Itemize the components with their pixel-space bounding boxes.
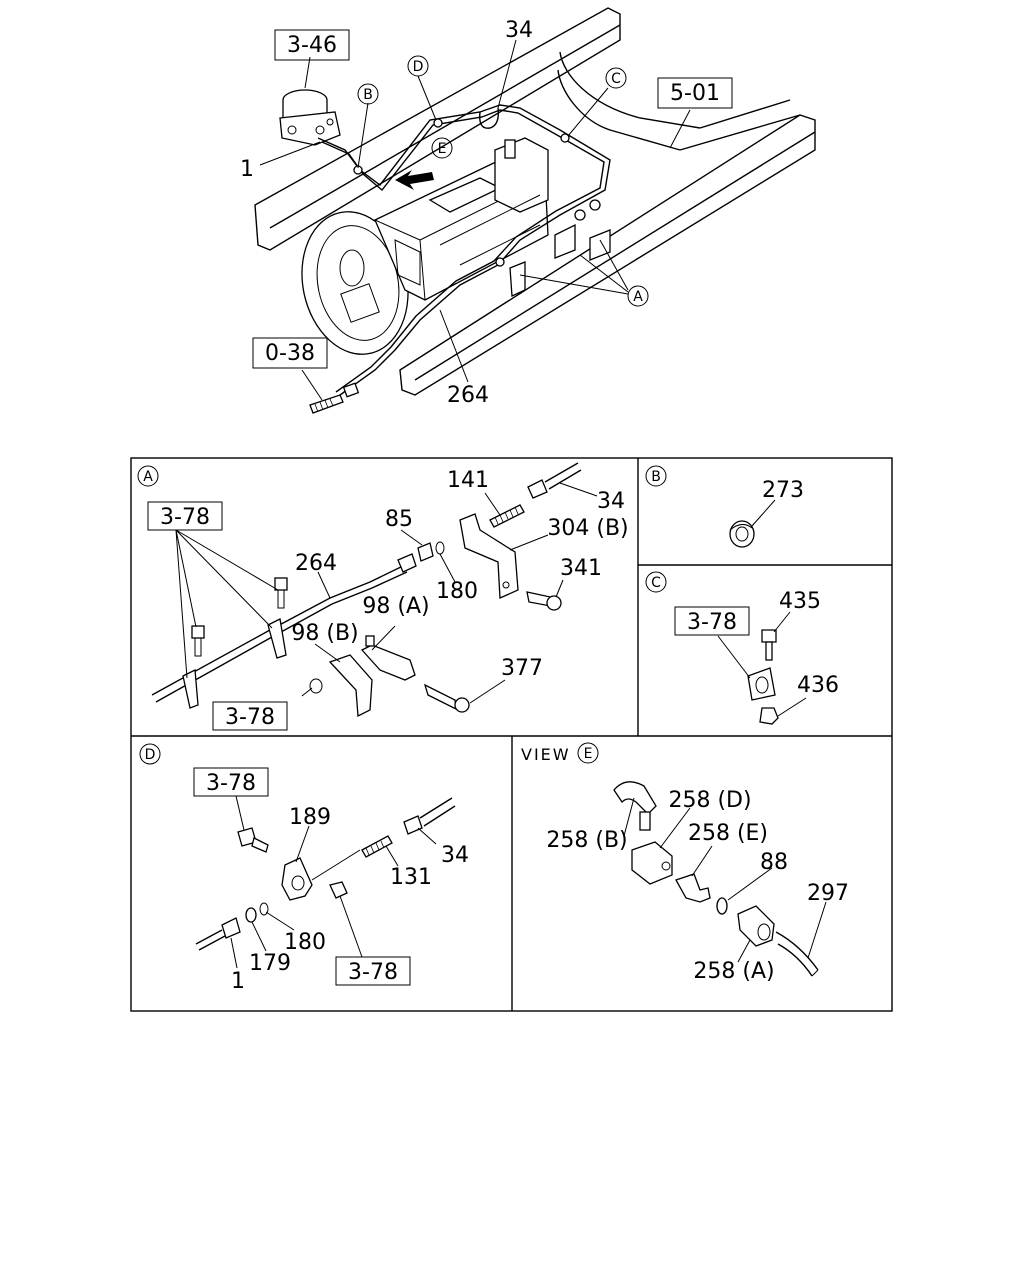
detail-panel-b: B 273: [645, 465, 804, 548]
panel-a-ref-3-78-top: 3-78: [160, 505, 210, 530]
panel-d-tag: D: [145, 747, 156, 763]
ref-box-3-46: [274, 29, 350, 61]
part-number-258d: 258 (D): [668, 788, 751, 813]
frame-rail-upper: [254, 7, 701, 251]
part-number-258e: 258 (E): [688, 821, 768, 846]
part-number-264-a: 264: [295, 551, 337, 576]
part-number-435: 435: [779, 589, 821, 614]
air-dryer: [279, 89, 341, 146]
detail-panel-a: A: [137, 462, 629, 731]
detail-grid: [130, 457, 893, 1012]
panel-e-tag: E: [584, 746, 593, 762]
part-number-179: 179: [249, 951, 291, 976]
detail-panel-e: VIEW E 258 (D) 258 (B) 258 (E) 88 297 25…: [521, 742, 849, 984]
transmission: [301, 137, 549, 355]
part-number-85: 85: [385, 507, 413, 532]
part-number-34-a: 34: [597, 489, 625, 514]
part-number-273: 273: [762, 478, 804, 503]
part-number-304b: 304 (B): [547, 516, 628, 541]
ref-label-0-38: 0-38: [265, 341, 315, 366]
circle-marker-b: [357, 83, 379, 105]
clip-brackets: [509, 223, 611, 297]
panel-c-tag: C: [651, 575, 661, 591]
part-number-98a: 98 (A): [362, 594, 429, 619]
ref-box-5-01: [657, 77, 733, 109]
view-label: VIEW: [521, 745, 571, 764]
circle-letter-b: B: [363, 87, 373, 103]
part-number-1: 1: [240, 157, 254, 182]
circle-marker-a: [627, 285, 649, 307]
part-number-34: 34: [505, 18, 533, 43]
part-number-264: 264: [447, 383, 489, 408]
part-number-88: 88: [760, 850, 788, 875]
part-number-436: 436: [797, 673, 839, 698]
circle-letter-d: D: [413, 59, 424, 75]
circle-letter-e: E: [438, 141, 447, 157]
circle-letter-a: A: [633, 289, 643, 305]
circle-letter-c: C: [611, 71, 621, 87]
panel-d-ref-3-78-top: 3-78: [206, 771, 256, 796]
main-leaders: [259, 39, 691, 401]
ref-box-0-38: [252, 337, 328, 369]
direction-arrow-icon: [395, 170, 434, 190]
circle-marker-d: [407, 55, 429, 77]
part-number-297: 297: [807, 881, 849, 906]
circle-marker-c: [605, 67, 627, 89]
panel-d-ref-3-78-bottom: 3-78: [348, 960, 398, 985]
part-number-258b: 258 (B): [546, 828, 627, 853]
part-number-180-a: 180: [436, 579, 478, 604]
part-number-377: 377: [501, 656, 543, 681]
part-number-1-d: 1: [231, 969, 245, 994]
part-number-141: 141: [447, 468, 489, 493]
panel-a-tag: A: [143, 469, 153, 485]
pipe-run: [317, 104, 611, 396]
part-number-98b: 98 (B): [291, 621, 358, 646]
end-fitting: [309, 382, 360, 414]
ref-label-3-46: 3-46: [287, 33, 337, 58]
panel-a-ref-3-78-bottom: 3-78: [225, 705, 275, 730]
part-number-258a: 258 (A): [693, 959, 774, 984]
part-number-180-d: 180: [284, 930, 326, 955]
main-assembly-view: 3-46 5-01 0-38 B D C E A 34 1 264: [240, 7, 816, 414]
part-number-189: 189: [289, 805, 331, 830]
detail-panel-d: D 3-78 3-78 189 34: [139, 743, 469, 994]
part-number-341: 341: [560, 556, 602, 581]
detail-panel-c: C 3-78 435 436: [645, 571, 839, 725]
part-number-131: 131: [390, 865, 432, 890]
ref-label-5-01: 5-01: [670, 81, 720, 106]
frame-rail-lower: [399, 99, 816, 396]
panel-c-ref-3-78: 3-78: [687, 610, 737, 635]
panel-b-tag: B: [651, 469, 661, 485]
part-number-34-d: 34: [441, 843, 469, 868]
circle-marker-e: [431, 137, 453, 159]
